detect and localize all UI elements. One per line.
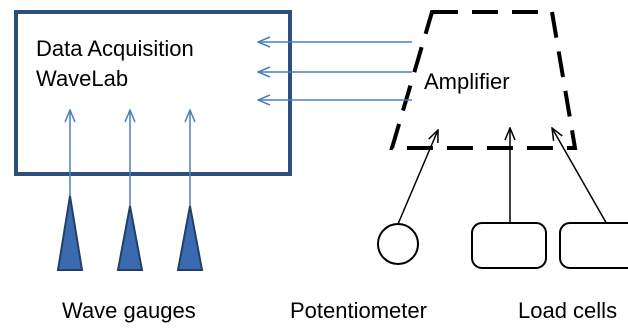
wave-gauge-icon [116,205,144,271]
caption-wave-gauges: Wave gauges [62,298,196,323]
data-acquisition-box [14,10,292,176]
potentiometer-icon [377,223,419,265]
potentiometer-arrow [397,130,438,225]
daq-title-line1: Data Acquisition [36,36,194,61]
amplifier-label: Amplifier [424,69,510,94]
load-cell-icon [559,222,628,269]
load-cell-arrow-2 [552,128,609,227]
wave-gauge-icon [176,205,204,271]
wave-gauge-icon [56,195,84,271]
daq-title-line2: WaveLab [36,66,128,91]
caption-load-cells: Load cells [518,298,617,323]
load-cell-icon [471,222,547,269]
caption-potentiometer: Potentiometer [290,298,427,323]
amplifier-box [389,10,578,150]
